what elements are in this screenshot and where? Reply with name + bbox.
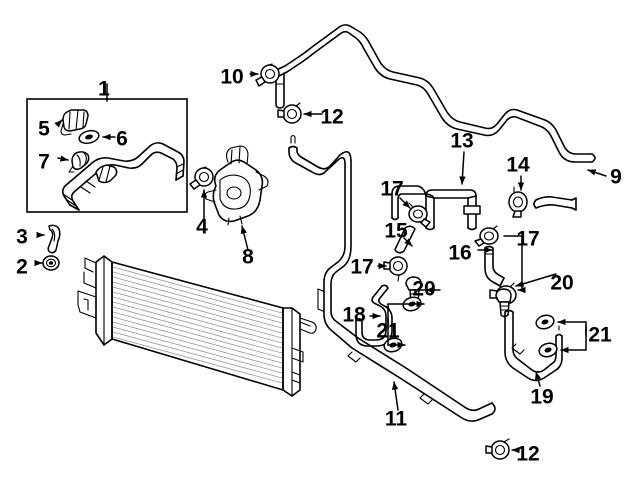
callout-number-hose-clamp: 17 xyxy=(380,178,403,201)
callout-number-bypass-hose: 16 xyxy=(448,242,471,265)
callout-number-hose-clamp: 17 xyxy=(350,256,373,279)
part-4-hose-clamp xyxy=(189,166,214,190)
callout-number-hose-clamp: 10 xyxy=(220,66,243,89)
callout-number-hose-connector-tube: 15 xyxy=(384,220,408,243)
callout-number-hose-clamp: 12 xyxy=(516,443,539,466)
part-10-hose-clamp xyxy=(255,63,280,87)
part-11-lower-coolant-hose xyxy=(288,134,496,422)
part-1-radiator-hose xyxy=(61,142,185,211)
callout-number-retainer-clip: 3 xyxy=(16,226,28,249)
callout-number-water-pump-thermostat-housing: 8 xyxy=(242,246,254,269)
callout-number-hose-connector-elbow: 5 xyxy=(38,118,50,141)
callout-number-heater-hose-branch: 13 xyxy=(450,130,473,153)
part-12-hose-clamp-lower xyxy=(485,438,510,460)
radiator-core xyxy=(77,255,317,397)
callout-number-hose-clamp: 4 xyxy=(196,216,208,239)
part-7-spring-clip xyxy=(68,151,90,173)
callout-number-washer-seal: 21 xyxy=(376,320,400,343)
callout-number-bolt-screw: 20 xyxy=(550,272,573,295)
short-connector-hose xyxy=(533,196,577,211)
callout-number-radiator-hose-assembly-boxed-group: 1 xyxy=(98,78,110,101)
callout-number-bolt-screw: 20 xyxy=(412,278,435,301)
part-14-hose-clamp xyxy=(508,186,528,218)
part-13-heater-hose-branch xyxy=(391,185,481,231)
callout-number-seal-washer: 2 xyxy=(16,256,28,279)
callout-number-hose-clamp: 14 xyxy=(506,154,530,177)
assembly-group-1-box xyxy=(26,83,188,213)
callout-number-coolant-pipe-small: 18 xyxy=(342,304,366,327)
part-6-o-ring-seal xyxy=(78,129,100,145)
part-17-hose-clamp-top16 xyxy=(474,225,499,247)
callout-number-o-ring-seal: 6 xyxy=(116,128,128,151)
part-17-hose-clamp-upper xyxy=(408,202,431,228)
callout-number-hose-clamp: 12 xyxy=(320,106,343,129)
callout-number-spring-clip: 7 xyxy=(38,151,50,174)
leader-lines xyxy=(34,70,607,454)
part-21-washer-right-a xyxy=(535,314,555,330)
part-18-coolant-pipe-small xyxy=(355,284,393,347)
callout-number-hose-clamp: 17 xyxy=(516,228,539,251)
callout-number-upper-coolant-pipe-end: 9 xyxy=(610,166,622,189)
callout-number-lower-coolant-hose: 11 xyxy=(385,408,408,431)
part-21-washer-right-b xyxy=(538,342,558,358)
part-5-hose-connector-elbow xyxy=(60,109,89,136)
callout-number-washer-seal: 21 xyxy=(588,324,612,347)
part-2-seal-washer xyxy=(42,255,60,271)
callout-number-coolant-pipe-return: 19 xyxy=(530,386,553,409)
part-3-retainer-clip xyxy=(47,224,61,254)
part-12-hose-clamp-upper xyxy=(277,102,302,124)
